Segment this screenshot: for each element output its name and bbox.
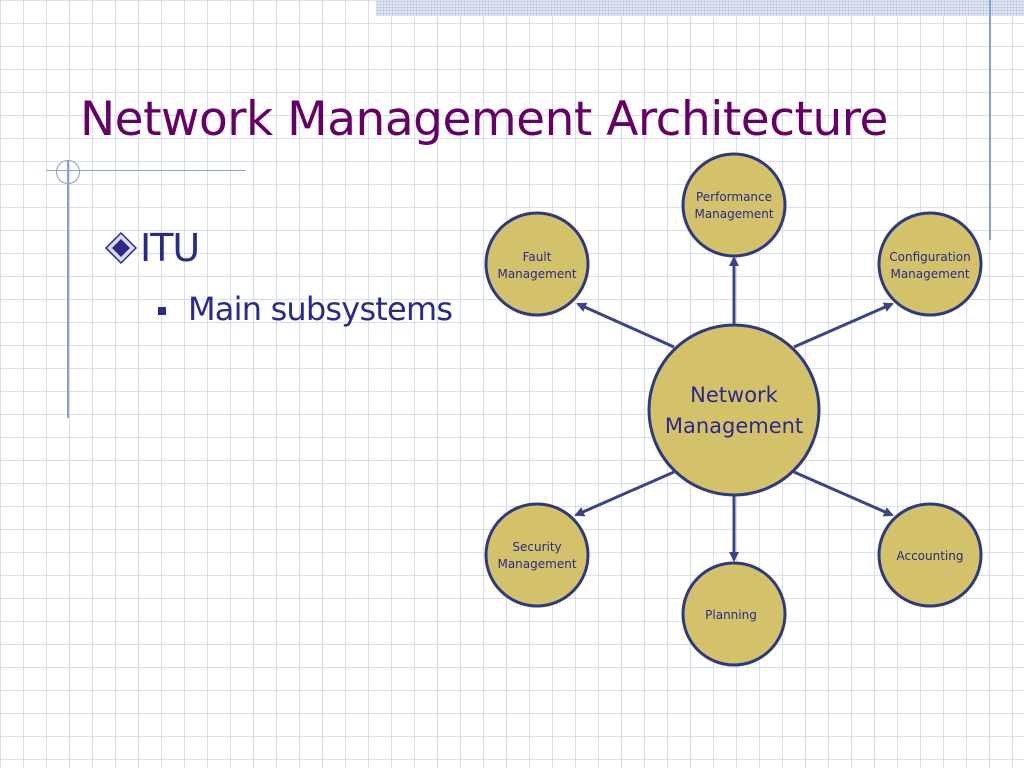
node-planning-label: Planning xyxy=(705,608,757,622)
right-decor-line xyxy=(989,0,991,240)
left-decor-line xyxy=(67,160,69,418)
bullet-level2-text: Main subsystems xyxy=(188,290,453,328)
bullet-level1: ITU xyxy=(104,226,200,270)
node-accounting-label: Accounting xyxy=(896,549,963,563)
arrow-to-fault xyxy=(576,302,675,349)
node-configuration-label-line1: Configuration xyxy=(889,250,970,264)
node-fault-label-line2: Management xyxy=(497,267,576,281)
bullet-level2: Main subsystems xyxy=(158,290,453,328)
node-security-label-line1: Security xyxy=(512,540,561,554)
node-security-label-line2: Management xyxy=(497,557,576,571)
node-performance-label-line2: Management xyxy=(694,207,773,221)
node-accounting: Accounting xyxy=(877,502,983,608)
node-network-management-label-line2: Management xyxy=(665,414,803,438)
node-configuration-label-line2: Management xyxy=(890,267,969,281)
node-planning: Planning xyxy=(681,561,787,667)
crosshair-decoration xyxy=(56,160,80,184)
bullet-level1-text: ITU xyxy=(140,226,200,270)
arrow-to-configuration xyxy=(793,302,894,349)
title-underline xyxy=(46,170,246,171)
node-network-management-label-line1: Network xyxy=(690,383,779,407)
node-performance-management: Performance Management xyxy=(681,152,787,258)
square-bullet-icon xyxy=(158,307,166,315)
node-performance-label-line1: Performance xyxy=(696,190,772,204)
diamond-bullet-icon xyxy=(104,231,138,265)
arrow-to-accounting xyxy=(793,470,894,517)
slide-title: Network Management Architecture xyxy=(80,92,888,147)
node-network-management: Network Management xyxy=(647,323,821,497)
node-configuration-management: Configuration Management xyxy=(877,211,983,317)
header-decoration-bar xyxy=(376,0,1024,16)
node-security-management: Security Management xyxy=(484,502,590,608)
arrow-to-security xyxy=(574,470,675,517)
node-fault-management: Fault Management xyxy=(484,211,590,317)
node-fault-label-line1: Fault xyxy=(523,250,552,264)
